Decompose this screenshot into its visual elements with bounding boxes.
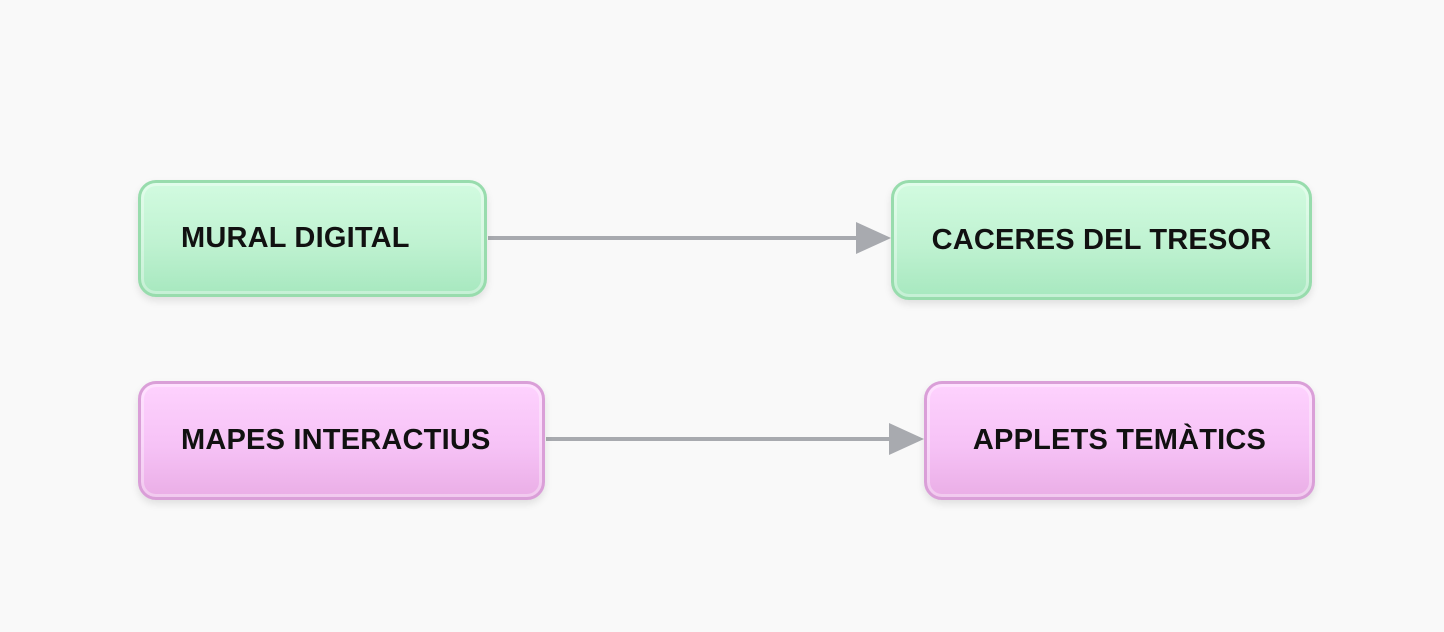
node-mural-digital[interactable]: MURAL DIGITAL [138,180,487,297]
node-label: MURAL DIGITAL [181,222,410,254]
node-label: CACERES DEL TRESOR [931,223,1272,256]
node-caceres-del-tresor[interactable]: CACERES DEL TRESOR [891,180,1312,300]
edge-mapes-to-applets [546,423,924,455]
node-label: MAPES INTERACTIUS [181,424,491,456]
node-mapes-interactius[interactable]: MAPES INTERACTIUS [138,381,545,500]
node-label: APPLETS TEMÀTICS [972,424,1267,456]
arrowhead-icon [856,222,891,254]
arrowhead-icon [889,423,924,455]
edge-mural-to-caceres [488,222,891,254]
node-applets-tematics[interactable]: APPLETS TEMÀTICS [924,381,1315,500]
